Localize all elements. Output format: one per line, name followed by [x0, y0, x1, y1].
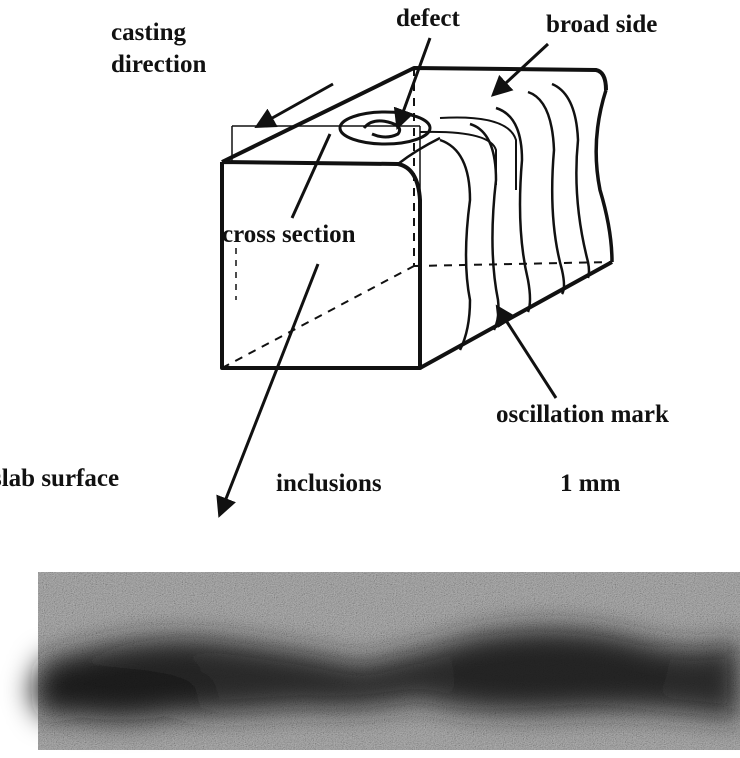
- casting-label: casting: [111, 19, 186, 46]
- slab-right-back-edge: [594, 89, 614, 263]
- slab-front-face: [220, 160, 422, 370]
- scale-label: 1 mm: [560, 470, 621, 497]
- oscillation-curve: [469, 122, 500, 331]
- cross-section-label: cross section: [222, 221, 356, 248]
- slab-surface-label: slab surface: [0, 465, 120, 492]
- defect-ellipse: [338, 110, 432, 146]
- oscillation-curve: [439, 138, 472, 351]
- defect-label: defect: [396, 5, 460, 32]
- oscillation-curve: [419, 130, 497, 185]
- oscillation-mark-pointer: [495, 304, 558, 399]
- oscillation-curve: [551, 82, 591, 279]
- oscillation-curve: [439, 116, 517, 190]
- oscillation-curve: [495, 106, 532, 313]
- pointer-lines: [216, 37, 558, 518]
- defect-marker: [338, 110, 432, 146]
- hidden-edge-diagonal: [221, 265, 415, 369]
- micrograph-image: [30, 572, 740, 750]
- inclusions-label: inclusions: [276, 470, 382, 497]
- oscillation-curve: [527, 90, 566, 295]
- hidden-edge-horizontal: [413, 261, 613, 267]
- micrograph-pointer: [216, 263, 320, 518]
- slab-block: [220, 66, 614, 370]
- defect-pointer: [393, 37, 432, 130]
- cross-section-pointer: [290, 133, 332, 219]
- oscillation-marks: [419, 82, 591, 351]
- broad-side-label: broad side: [546, 11, 658, 38]
- slab-right-top-edge: [397, 136, 441, 165]
- slab-top-face: [221, 66, 608, 164]
- casting-direction-arrow: [254, 82, 334, 129]
- oscillation-mark-label: oscillation mark: [496, 401, 669, 428]
- slab-right-bottom-edge: [419, 260, 613, 370]
- defect-pit: [362, 119, 402, 139]
- broad-side-pointer: [490, 42, 550, 97]
- direction-label: direction: [111, 51, 207, 78]
